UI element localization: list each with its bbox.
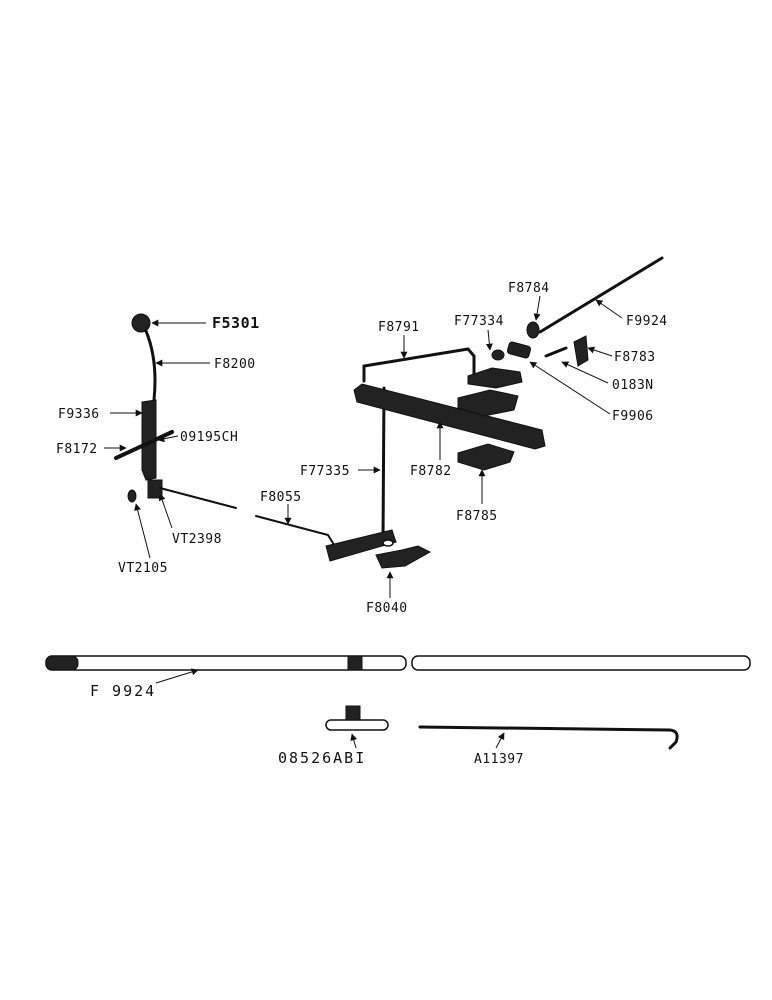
label-f8200: F8200 (214, 357, 256, 372)
label-f8784: F8784 (508, 281, 550, 296)
label-vt2105: VT2105 (118, 561, 168, 576)
label-f9336: F9336 (58, 407, 100, 422)
main-bar-assembly (353, 256, 664, 471)
label-f8783: F8783 (614, 350, 656, 365)
shift-knob-part (131, 313, 151, 333)
label-a11397: A11397 (474, 752, 524, 767)
pin-0183n-part (544, 346, 568, 358)
leader-lines (104, 295, 623, 749)
label-f77334: F77334 (454, 314, 504, 329)
tee-fitting-stem-part (345, 705, 361, 721)
lower-lever-arm-part (325, 529, 397, 562)
bottom-shaft (45, 655, 751, 671)
label-f8055: F8055 (260, 490, 302, 505)
long-bar-f8782-part (353, 383, 546, 450)
label-f9906: F9906 (612, 409, 654, 424)
cotter-pin-part (127, 489, 137, 503)
label-f8172: F8172 (56, 442, 98, 457)
label-f9924-top: F9924 (626, 314, 668, 329)
upper-plate-part (467, 367, 523, 389)
clamp-f8783-part (573, 335, 589, 367)
shaft-right-segment-part (411, 655, 751, 671)
center-linkage (255, 347, 476, 569)
tee-fitting-bar-part (325, 719, 389, 731)
lower-plate-f8785-part (457, 443, 515, 471)
shaft-joint-part (347, 655, 363, 671)
nut-part (491, 349, 505, 361)
small-parts (325, 705, 679, 750)
washer-part (382, 539, 394, 547)
lever-link-rod-part (159, 487, 237, 509)
part-labels: F5301 F8200 F9336 F8172 09195CH VT2398 V… (56, 281, 668, 767)
plate-f8040-part (375, 545, 432, 569)
label-f8040: F8040 (366, 601, 408, 616)
label-f8782: F8782 (410, 464, 452, 479)
label-f8791: F8791 (378, 320, 420, 335)
shaft-thread-part (45, 655, 79, 671)
label-f5301: F5301 (212, 314, 260, 332)
vertical-rod-part (381, 386, 386, 542)
label-08526abi: 08526ABI (278, 749, 366, 767)
shift-lever-part (144, 329, 157, 402)
coupling-f9906-part (506, 341, 532, 359)
lever-bracket-part (141, 399, 157, 481)
bent-rod-a11397-part (418, 725, 679, 750)
bent-rod-f8791-part (362, 347, 476, 383)
label-f77335: F77335 (300, 464, 350, 479)
middle-plate-part (457, 389, 519, 417)
label-vt2398: VT2398 (172, 532, 222, 547)
shift-lever-assembly (114, 313, 237, 509)
label-f8785: F8785 (456, 509, 498, 524)
label-09195ch: 09195CH (180, 430, 238, 445)
long-rod-upper-part (538, 256, 664, 334)
label-f9924-bottom: F 9924 (90, 682, 156, 700)
label-0183n: 0183N (612, 378, 654, 393)
fitting-f8784-part (526, 321, 540, 339)
rod-f8055-part (255, 515, 337, 549)
